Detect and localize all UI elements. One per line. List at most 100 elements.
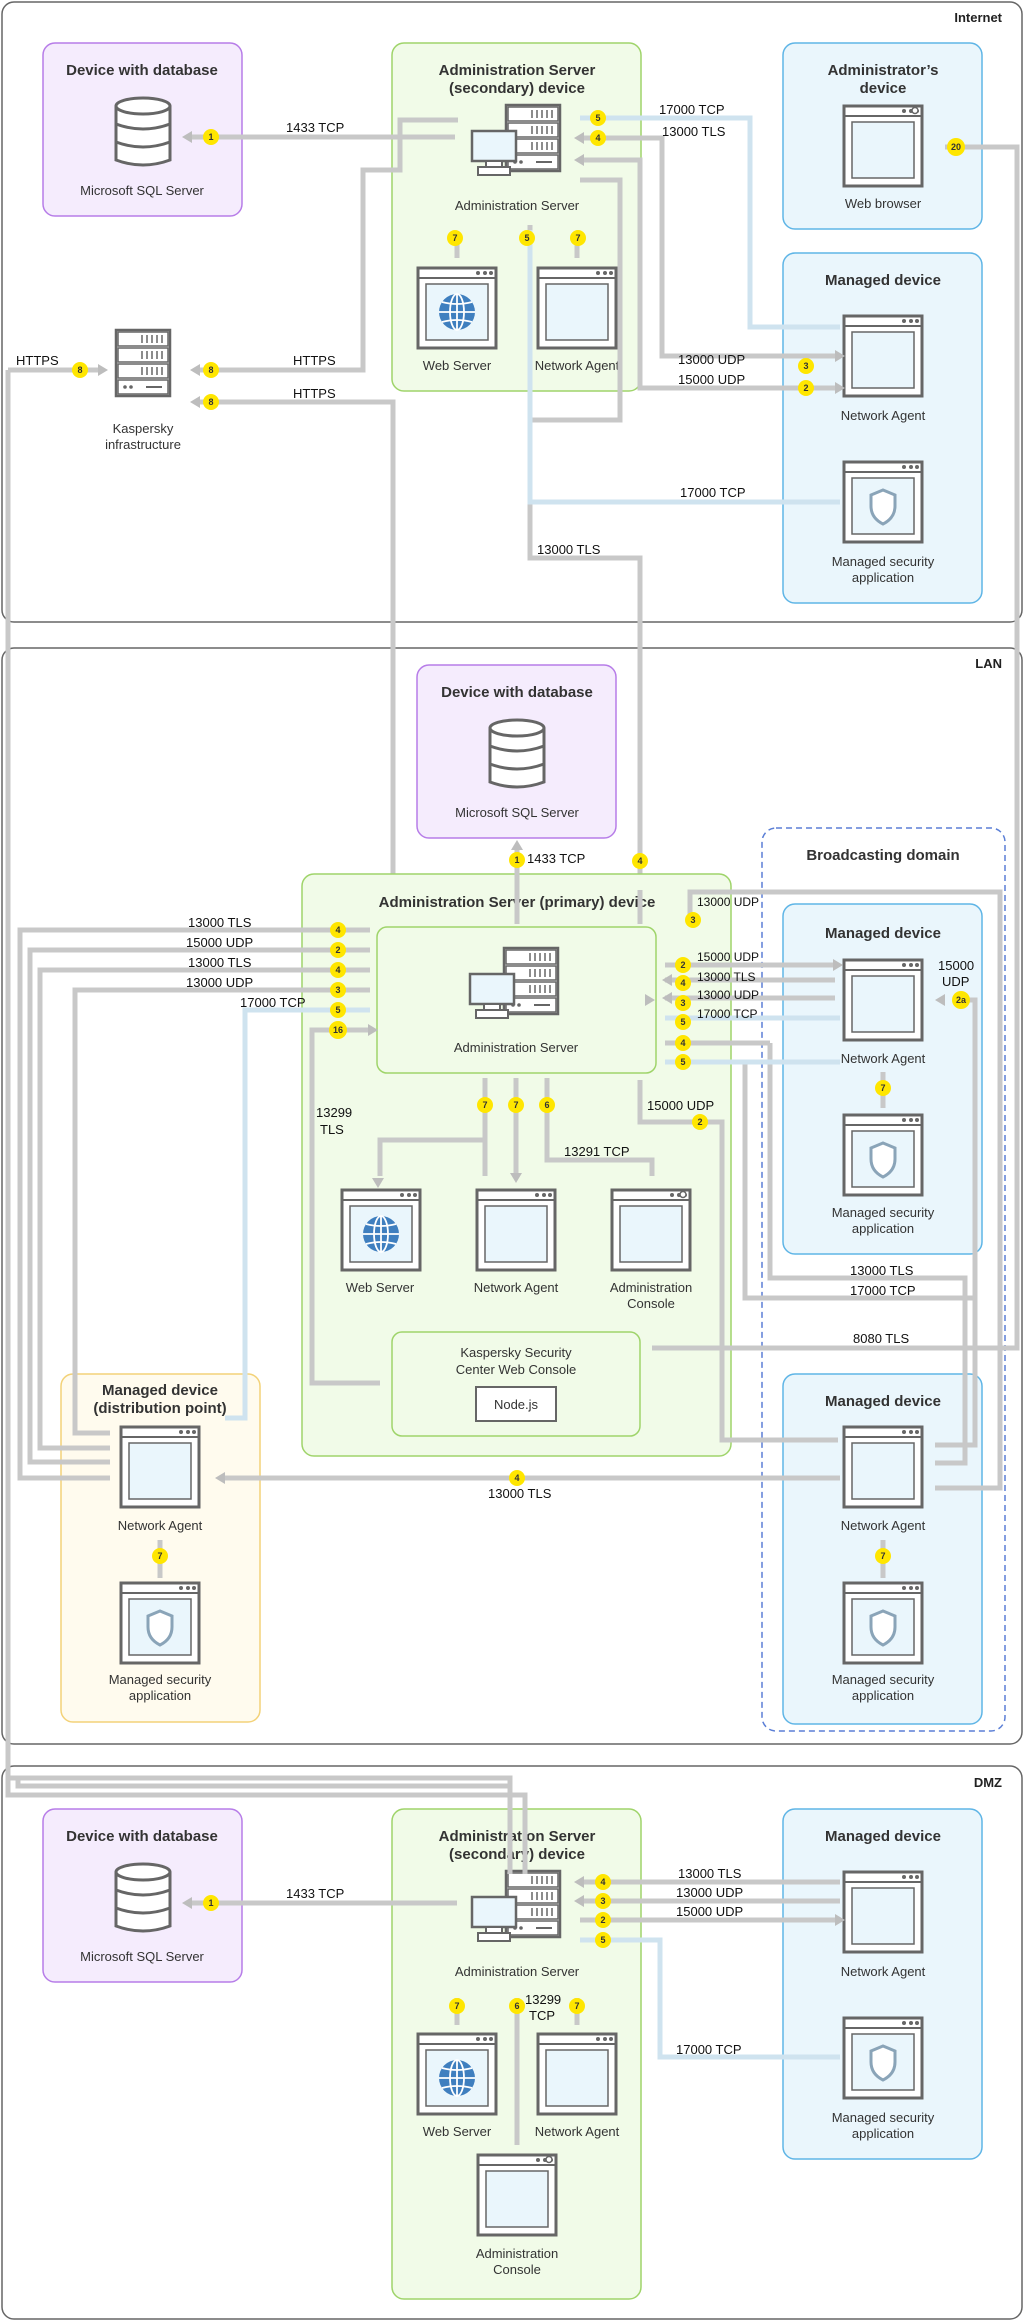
lan-dp-app-1: Managed security: [109, 1672, 212, 1687]
badge-4: 4: [335, 965, 340, 975]
label-13299-2: TLS: [320, 1122, 344, 1137]
badge-4: 4: [514, 1473, 519, 1483]
shield-icon: [121, 1583, 199, 1663]
ksi-label-1: Kaspersky: [113, 421, 174, 436]
dmz-managed-app-1: Managed security: [832, 2110, 935, 2125]
label-https: HTTPS: [293, 353, 336, 368]
label-dmz-right-2: 13000 UDP: [676, 1885, 743, 1900]
internet-web-browser-label: Web browser: [845, 196, 922, 211]
label-left-1: 13000 TLS: [188, 915, 252, 930]
badge-4: 4: [637, 856, 642, 866]
label-13000-tls: 13000 TLS: [662, 124, 726, 139]
label-https: HTTPS: [16, 353, 59, 368]
badge-4: 4: [595, 133, 600, 143]
shield-icon: [844, 1115, 922, 1195]
label-15000-udp-2a-2: UDP: [942, 974, 969, 989]
zone-internet-label: Internet: [954, 10, 1002, 25]
label-dmz-right-3: 15000 UDP: [676, 1904, 743, 1919]
lan-sql-label: Microsoft SQL Server: [455, 805, 579, 820]
dmz-network-agent-label: Network Agent: [535, 2124, 620, 2139]
badge-7: 7: [482, 1100, 487, 1110]
internet-managed-title: Managed device: [825, 272, 941, 289]
lan-managed-app-1b: application: [852, 1221, 914, 1236]
network-agent-icon: [119, 1425, 201, 1509]
internet-managed-app-1: Managed security: [832, 554, 935, 569]
label-1433-tcp: 1433 TCP: [286, 120, 344, 135]
internet-web-server-label: Web Server: [423, 358, 492, 373]
label-left-2: 15000 UDP: [186, 935, 253, 950]
badge-7: 7: [880, 1551, 885, 1561]
dmz-sec-title-2: (secondary) device: [449, 1846, 585, 1863]
dmz-admin-console-1: Administration: [476, 2246, 558, 2261]
lan-admin-console-2: Console: [627, 1296, 675, 1311]
database-icon: [114, 96, 172, 167]
shield-icon: [844, 462, 922, 542]
network-agent-icon: [842, 314, 924, 398]
label-17000-tcp: 17000 TCP: [680, 485, 746, 500]
web-server-icon: [342, 1190, 420, 1270]
badge-3: 3: [680, 998, 685, 1008]
internet-managed-device: [782, 252, 983, 604]
network-agent-icon: [842, 1870, 924, 1954]
internet-admin-dev-title-1: Administrator’s: [828, 62, 939, 79]
badge-7: 7: [513, 1100, 518, 1110]
label-right-3: 13000 UDP: [697, 988, 759, 1002]
internet-sec-title-1: Administration Server: [439, 62, 596, 79]
badge-1: 1: [514, 855, 519, 865]
dmz-web-server-label: Web Server: [423, 2124, 492, 2139]
label-15000-udp: 15000 UDP: [678, 372, 745, 387]
shield-icon: [844, 2018, 922, 2098]
web-browser-icon: [844, 106, 922, 186]
label-13000-udp: 13000 UDP: [697, 895, 759, 909]
badge-8: 8: [208, 365, 213, 375]
lan-managed-agent-1: Network Agent: [841, 1051, 926, 1066]
label-17000-tcp: 17000 TCP: [850, 1283, 916, 1298]
label-right-1: 15000 UDP: [697, 950, 759, 964]
database-icon: [114, 1862, 172, 1933]
badge-4: 4: [680, 978, 685, 988]
lan-managed-app-2a: Managed security: [832, 1672, 935, 1687]
lan-web-console-1: Kaspersky Security: [460, 1345, 572, 1360]
label-13299-1: 13299: [316, 1105, 352, 1120]
label-left-3: 13000 TLS: [188, 955, 252, 970]
dmz-managed-app-2: application: [852, 2126, 914, 2141]
label-right-2: 13000 TLS: [697, 970, 756, 984]
internet-db-title: Device with database: [66, 62, 218, 79]
badge-6: 6: [544, 1100, 549, 1110]
label-17000-tcp: 17000 TCP: [659, 102, 725, 117]
badge-3: 3: [600, 1896, 605, 1906]
lan-dp-title-1: Managed device: [102, 1382, 218, 1399]
port-badges: 1 5 4 7 5 7 20 8 8 8 3 2 1 4 3 4 2 4 3 5…: [72, 110, 970, 2014]
badge-2a: 2a: [956, 995, 967, 1005]
badge-2: 2: [803, 383, 808, 393]
label-15000-udp-2a-1: 15000: [938, 958, 974, 973]
network-agent-icon: [842, 958, 924, 1042]
label-13000-tls: 13000 TLS: [850, 1263, 914, 1278]
label-13000-tls: 13000 TLS: [488, 1486, 552, 1501]
broadcasting-title: Broadcasting domain: [806, 847, 959, 864]
kaspersky-infrastructure-icon: [114, 328, 172, 398]
network-agent-icon: [475, 1188, 557, 1272]
label-13299-2: TCP: [529, 2008, 555, 2023]
badge-2: 2: [335, 945, 340, 955]
network-agent-icon: [536, 2032, 618, 2116]
dmz-admin-console-2: Console: [493, 2262, 541, 2277]
badge-2: 2: [680, 960, 685, 970]
label-13291-tcp: 13291 TCP: [564, 1144, 630, 1159]
dmz-db-title: Device with database: [66, 1828, 218, 1845]
internet-managed-app-2: application: [852, 570, 914, 585]
internet-sec-title-2: (secondary) device: [449, 80, 585, 97]
lan-dp-app-2: application: [129, 1688, 191, 1703]
dmz-managed-device: [782, 1808, 983, 2160]
ksi-label-2: infrastructure: [105, 437, 181, 452]
network-agent-icon: [842, 1425, 924, 1509]
label-13000-udp: 13000 UDP: [678, 352, 745, 367]
label-15000-udp: 15000 UDP: [647, 1098, 714, 1113]
zone-lan-label: LAN: [975, 656, 1002, 671]
network-agent-icon: [536, 266, 618, 350]
badge-4: 4: [335, 925, 340, 935]
label-1433-tcp: 1433 TCP: [286, 1886, 344, 1901]
lan-web-server-label: Web Server: [346, 1280, 415, 1295]
lan-dp-agent: Network Agent: [118, 1518, 203, 1533]
